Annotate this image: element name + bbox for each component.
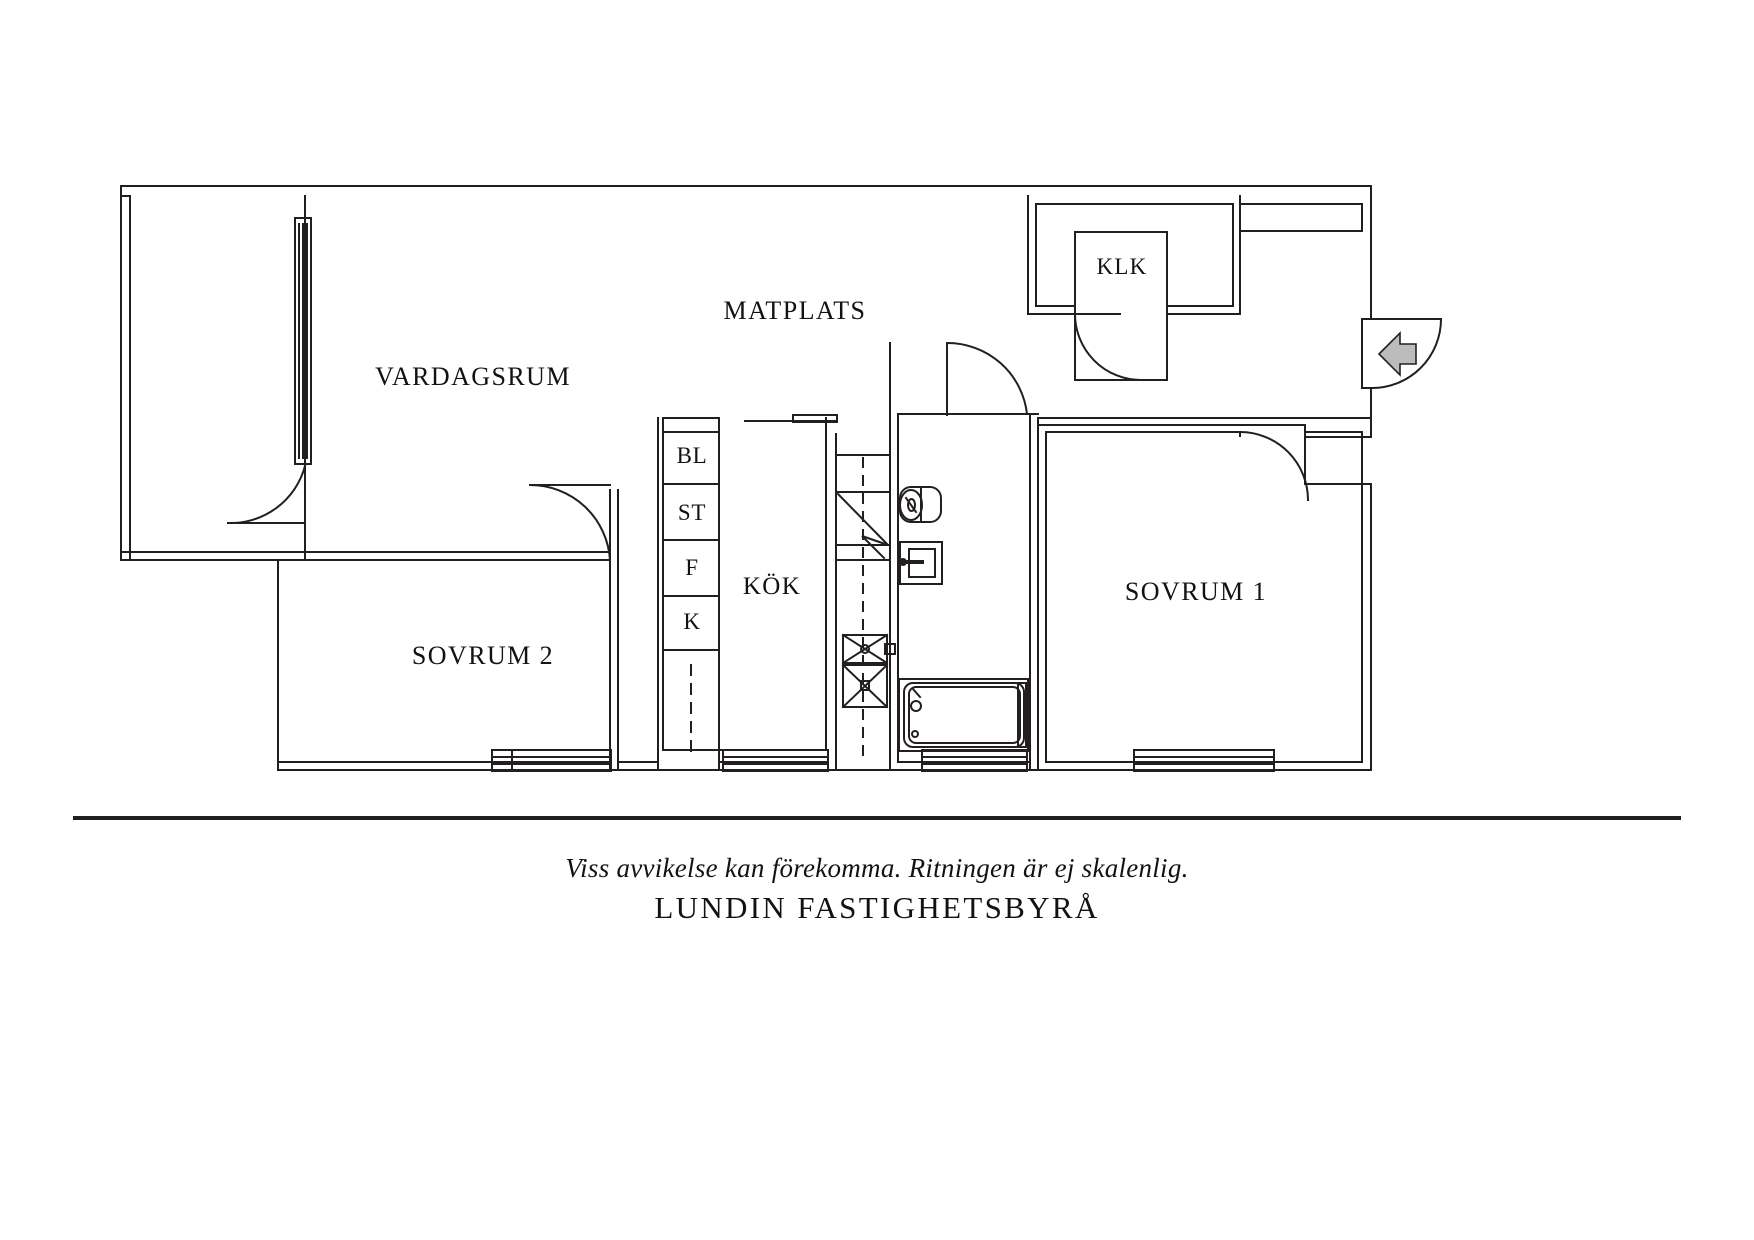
balcony-area (120, 185, 306, 561)
cabinet-stack (657, 417, 720, 771)
sovrum1-walls (1037, 424, 1363, 771)
kitchen-sink-icon (841, 633, 896, 665)
window-kok (722, 749, 829, 772)
balcony-sliding-door (294, 217, 312, 465)
bathroom-walls (889, 342, 1039, 771)
klk-door-swing (1073, 312, 1143, 382)
klk-closet (1027, 195, 1241, 381)
room-label-matplats: MATPLATS (723, 296, 867, 325)
kitchen-counter (835, 433, 896, 771)
washbasin-icon (899, 541, 943, 585)
room-label-sovrum-1: SOVRUM 1 (1124, 577, 1268, 606)
window-sovrum2 (491, 749, 612, 772)
interior-walls (277, 195, 619, 771)
building-outline (120, 185, 1372, 771)
window-sovrum1 (1133, 749, 1275, 772)
shower-bathtub-icon (898, 678, 1029, 752)
dishwasher-icon (841, 663, 889, 709)
hall-walls (1029, 413, 1372, 438)
sovrum1-door-swing (1238, 430, 1310, 502)
bathroom-door-swing (945, 341, 1029, 416)
room-label-vardagsrum: VARDAGSRUM (375, 362, 571, 391)
hall-wardrobe (1239, 203, 1363, 232)
kitchen-shelf (744, 414, 838, 423)
room-label-sovrum-2: SOVRUM 2 (411, 641, 555, 670)
toilet-icon (899, 486, 942, 523)
cabinet-label-bl: BL (676, 443, 708, 468)
disclaimer-text: Viss avvikelse kan förekomma. Ritningen … (565, 853, 1189, 883)
brand-name: LUNDIN FASTIGHETSBYRÅ (654, 890, 1100, 925)
room-label-klk: KLK (1096, 254, 1148, 279)
cabinet-label-f: F (685, 555, 699, 580)
cabinet-label-st: ST (677, 500, 707, 525)
room-label-kok: KÖK (742, 573, 802, 600)
window-bathroom (921, 749, 1028, 772)
balcony-door-swing (226, 464, 307, 525)
entrance-door (1369, 317, 1443, 390)
cabinet-label-k: K (683, 609, 701, 634)
entrance-arrow-icon (1377, 331, 1417, 377)
